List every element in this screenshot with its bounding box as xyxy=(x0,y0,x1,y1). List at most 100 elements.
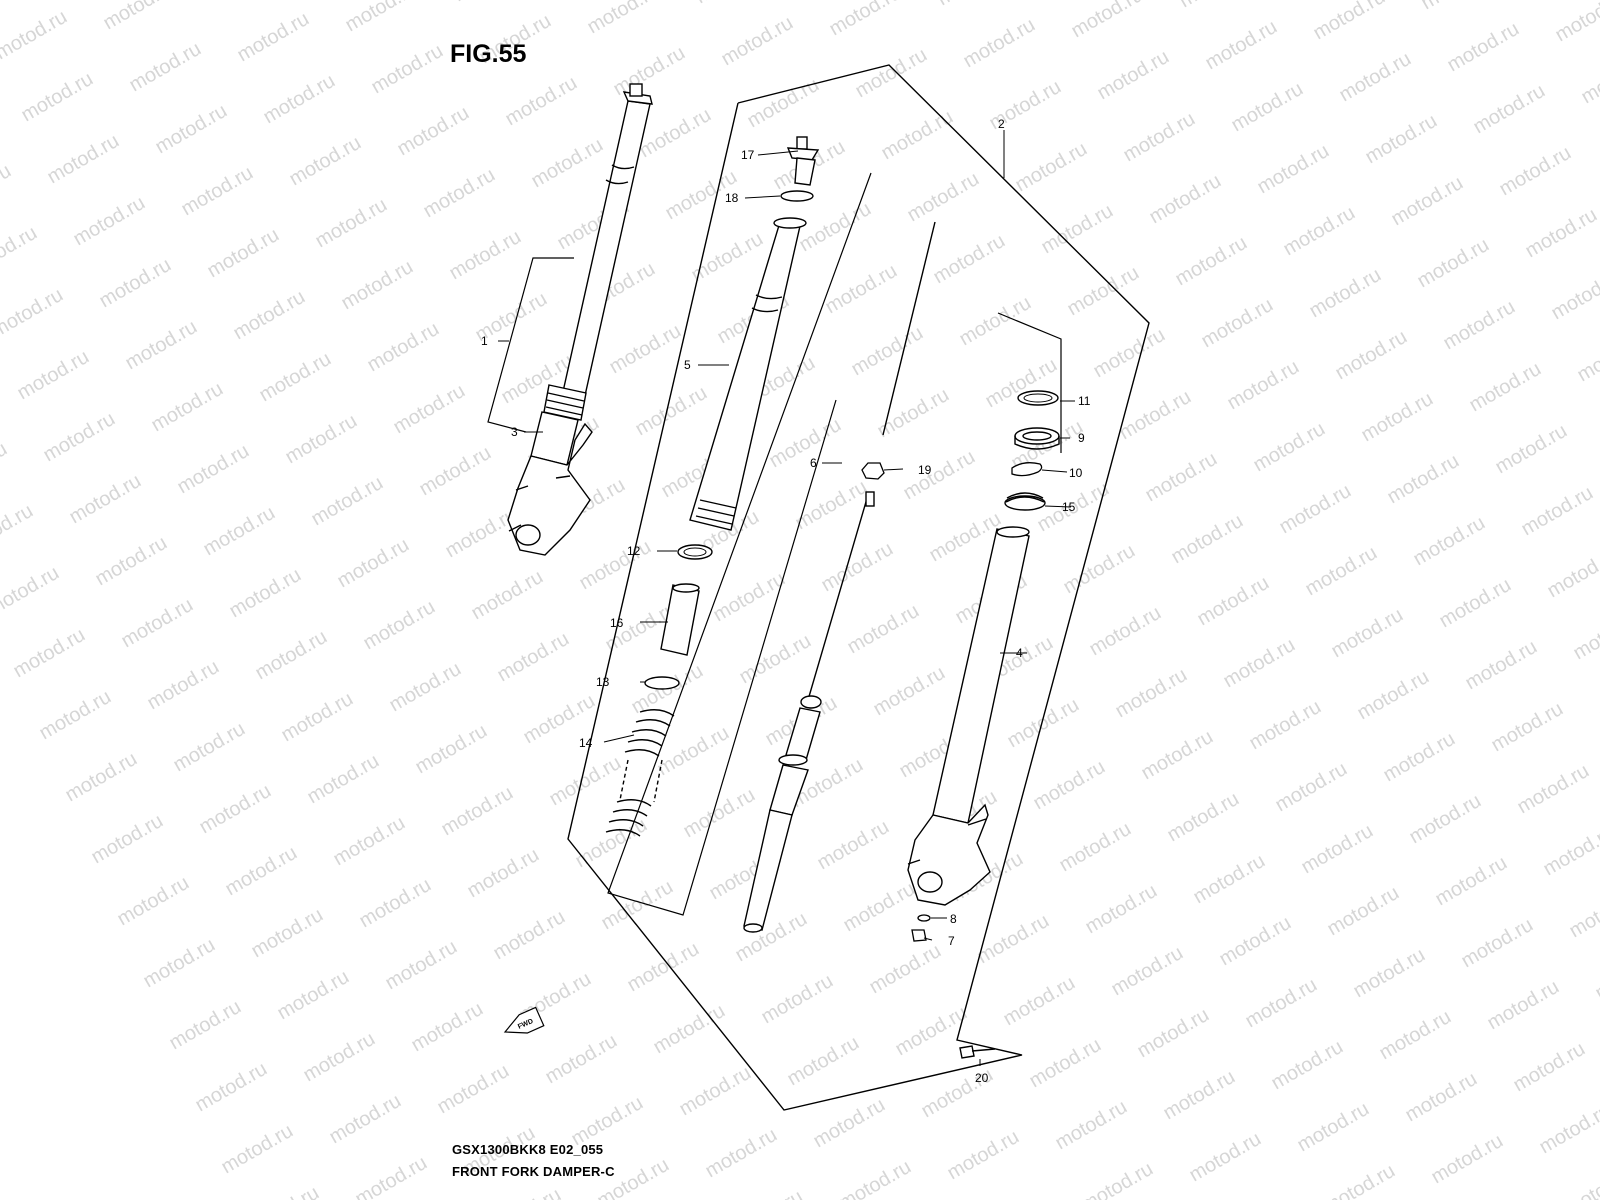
watermark-text: motod.ru xyxy=(446,226,525,285)
dust-seal-ring-inner xyxy=(1023,393,1053,403)
watermark-text: motod.ru xyxy=(44,130,123,189)
watermark-text: motod.ru xyxy=(114,872,193,931)
watermark-text: motod.ru xyxy=(1596,668,1600,727)
watermark-text: motod.ru xyxy=(386,658,465,717)
watermark-text: motod.ru xyxy=(248,904,327,963)
watermark-text: motod.ru xyxy=(1484,976,1563,1035)
watermark-text: motod.ru xyxy=(1384,450,1463,509)
watermark-text: motod.ru xyxy=(204,224,283,283)
watermark-text: motod.ru xyxy=(252,626,331,685)
oil-seal xyxy=(1004,492,1046,511)
watermark-text: motod.ru xyxy=(732,908,811,967)
front-fork-assembly xyxy=(507,83,653,556)
callout-9: 9 xyxy=(1078,431,1085,445)
watermark-text: motod.ru xyxy=(144,656,223,715)
watermark-text: motod.ru xyxy=(18,68,97,127)
watermark-text: motod.ru xyxy=(230,286,309,345)
watermark-text: motod.ru xyxy=(40,408,119,467)
watermark-text: motod.ru xyxy=(0,500,37,559)
watermark-text: motod.ru xyxy=(766,414,845,473)
watermark-text: motod.ru xyxy=(736,630,815,689)
watermark-text: motod.ru xyxy=(0,160,15,219)
watermark-text: motod.ru xyxy=(208,0,287,4)
watermark-text: motod.ru xyxy=(170,718,249,777)
callout-20: 20 xyxy=(975,1071,989,1085)
watermark-text: motod.ru xyxy=(1402,1068,1481,1127)
figure-title: FIG.55 xyxy=(450,40,527,68)
watermark-text: motod.ru xyxy=(174,440,253,499)
watermark-text: motod.ru xyxy=(874,384,953,443)
watermark-text: motod.ru xyxy=(1276,480,1355,539)
watermark-text: motod.ru xyxy=(118,594,197,653)
watermark-text: motod.ru xyxy=(300,1028,379,1087)
damper-bolt xyxy=(959,1045,996,1059)
watermark-text: motod.ru xyxy=(758,970,837,1029)
watermark-text: motod.ru xyxy=(0,6,71,65)
callout-4: 4 xyxy=(1016,646,1023,660)
callout-15: 15 xyxy=(1062,500,1076,514)
watermark-text: motod.ru xyxy=(1578,50,1600,109)
watermark-text: motod.ru xyxy=(1350,944,1429,1003)
watermark-text: motod.ru xyxy=(1566,884,1600,943)
watermark-text: motod.ru xyxy=(848,322,927,381)
watermark-text: motod.ru xyxy=(852,44,931,103)
rebound-nut xyxy=(861,462,885,480)
callout-19: 19 xyxy=(918,463,932,477)
watermark-text: motod.ru xyxy=(1406,790,1485,849)
watermark-text: motod.ru xyxy=(1246,696,1325,755)
watermark-text: motod.ru xyxy=(844,600,923,659)
watermark-text: motod.ru xyxy=(70,192,149,251)
watermark-text: motod.ru xyxy=(1332,326,1411,385)
watermark-text: motod.ru xyxy=(356,874,435,933)
watermark-text: motod.ru xyxy=(1198,294,1277,353)
spacer-washer-inner xyxy=(683,547,707,557)
watermark-text: motod.ru xyxy=(1190,850,1269,909)
watermark-text: motod.ru xyxy=(1224,356,1303,415)
watermark-text: motod.ru xyxy=(818,538,897,597)
watermark-text: motod.ru xyxy=(0,438,11,497)
watermark-text: motod.ru xyxy=(126,38,205,97)
watermark-text: motod.ru xyxy=(1358,388,1437,447)
damper-group-outline xyxy=(607,172,872,916)
callout-16: 16 xyxy=(610,616,624,630)
watermark-text: motod.ru xyxy=(826,0,905,40)
watermark-text: motod.ru xyxy=(814,816,893,875)
watermark-text: motod.ru xyxy=(1168,510,1247,569)
watermark-text: motod.ru xyxy=(92,532,171,591)
watermark-text: motod.ru xyxy=(1536,1100,1600,1159)
callout-1: 1 xyxy=(481,334,488,348)
watermark-text: motod.ru xyxy=(866,940,945,999)
watermark-text: motod.ru xyxy=(1540,822,1600,881)
dust-seal xyxy=(1014,427,1060,450)
watermark-text: motod.ru xyxy=(1336,48,1415,107)
watermark-text: motod.ru xyxy=(1488,698,1567,757)
watermark-text: motod.ru xyxy=(442,504,521,563)
watermark-text: motod.ru xyxy=(502,72,581,131)
watermark-text: motod.ru xyxy=(1138,726,1217,785)
watermark-text: motod.ru xyxy=(1570,606,1600,665)
watermark-text: motod.ru xyxy=(1000,972,1079,1031)
callout-18: 18 xyxy=(725,191,739,205)
watermark-text: motod.ru xyxy=(784,1032,863,1091)
watermark-text: motod.ru xyxy=(464,844,543,903)
watermark-text: motod.ru xyxy=(692,0,771,8)
watermark-text: motod.ru xyxy=(304,750,383,809)
watermark-text: motod.ru xyxy=(728,1186,807,1200)
watermark-text: motod.ru xyxy=(1562,1162,1600,1200)
watermark-text: motod.ru xyxy=(1064,262,1143,321)
watermark-text: motod.ru xyxy=(334,534,413,593)
watermark-text: motod.ru xyxy=(1186,1128,1265,1187)
watermark-text: motod.ru xyxy=(244,1182,323,1200)
callout-11: 11 xyxy=(1078,394,1091,408)
watermark-text: motod.ru xyxy=(1514,760,1593,819)
watermark-text: motod.ru xyxy=(1354,666,1433,725)
callout-10: 10 xyxy=(1069,466,1083,480)
watermark-text: motod.ru xyxy=(468,566,547,625)
watermark-text: motod.ru xyxy=(200,502,279,561)
watermark-text: motod.ru xyxy=(1272,758,1351,817)
watermark-text: motod.ru xyxy=(1462,636,1541,695)
watermark-text: motod.ru xyxy=(14,346,93,405)
watermark-text: motod.ru xyxy=(62,748,141,807)
watermark-text: motod.ru xyxy=(434,1060,513,1119)
watermark-text: motod.ru xyxy=(192,1058,271,1117)
